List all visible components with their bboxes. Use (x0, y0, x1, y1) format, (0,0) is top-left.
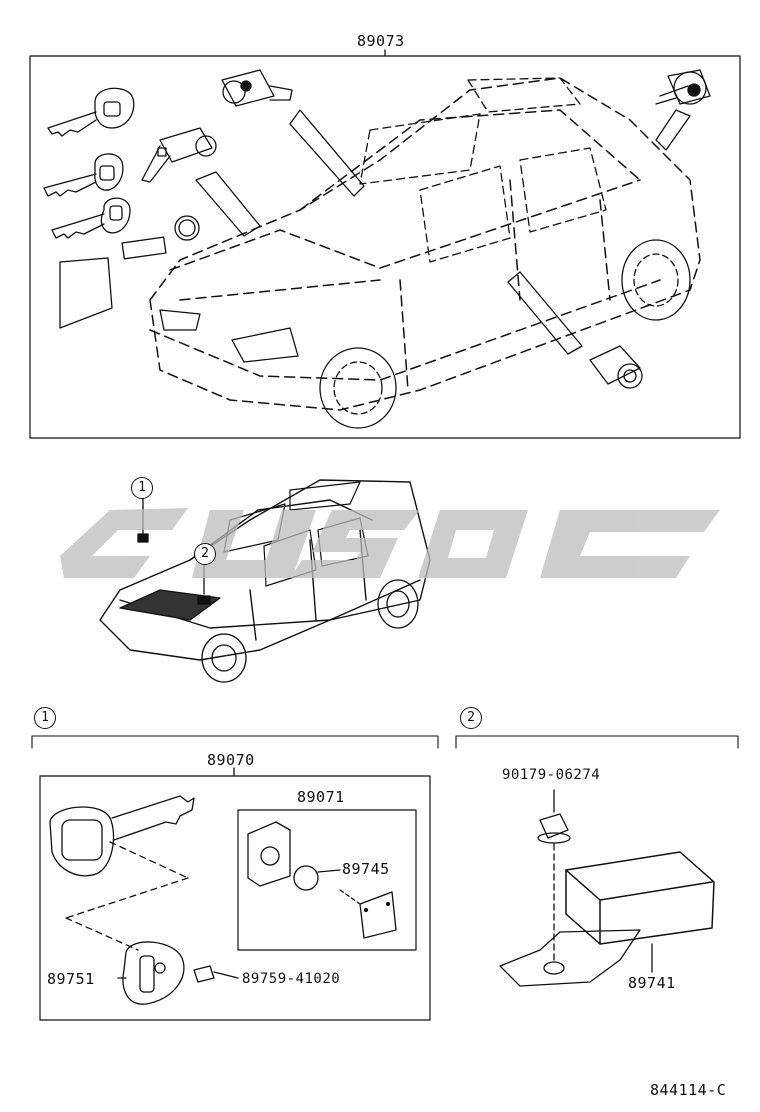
amplifier-box-icon (565, 851, 715, 945)
section-1-marker: 1 (34, 707, 56, 729)
section-2-marker: 2 (460, 707, 482, 729)
arrow-2-icon (289, 109, 365, 197)
amplifier-bracket-icon (499, 929, 641, 987)
part-89751-label: 89751 (47, 970, 95, 988)
immobilizer-bracket-icon (247, 821, 291, 887)
car-large-headlamps (159, 309, 299, 363)
locator-callout-2: 2 (194, 543, 216, 565)
key-1-icon (47, 87, 135, 137)
car-small-hood-shade (119, 589, 221, 621)
master-key-icon (49, 795, 195, 877)
car-large-windows (359, 77, 607, 263)
rear-door-cylinder-icon (589, 345, 643, 389)
ecu-chip-icon (359, 891, 397, 939)
part-89741-label: 89741 (628, 974, 676, 992)
locator-callout-1: 1 (131, 477, 153, 499)
screw-icon (193, 965, 239, 983)
part-90179-06274-label: 90179-06274 (502, 767, 601, 783)
arrow-4-icon (507, 271, 583, 355)
hatch-cylinder-icon (655, 69, 711, 105)
assembly-89071-label: 89071 (297, 788, 345, 806)
plate-icon (121, 236, 167, 260)
car-large-outline (149, 77, 701, 411)
assembly-89070-label: 89070 (207, 751, 255, 769)
assembly-89073-label: 89073 (357, 32, 405, 50)
ignition-cylinder-icon (141, 127, 217, 183)
door-cylinder-icon (221, 69, 293, 107)
key-3-icon (51, 197, 131, 239)
drawing-number: 844114-C (650, 1081, 727, 1099)
part-89745-label: 89745 (342, 860, 390, 878)
key-2-icon (43, 153, 124, 197)
transponder-case-icon (122, 941, 185, 1005)
car-small-wheels (201, 579, 419, 683)
clip-icon (537, 813, 571, 844)
part-89759-41020-label: 89759-41020 (242, 971, 341, 987)
arrow-3-icon (655, 109, 691, 151)
car-large-wheels (319, 239, 691, 429)
assembly-89070-frame (39, 775, 431, 1021)
card-icon (59, 257, 113, 329)
sensor-disc-icon (293, 865, 319, 891)
assembly-89071-frame (237, 809, 417, 951)
oring-icon (174, 215, 200, 241)
